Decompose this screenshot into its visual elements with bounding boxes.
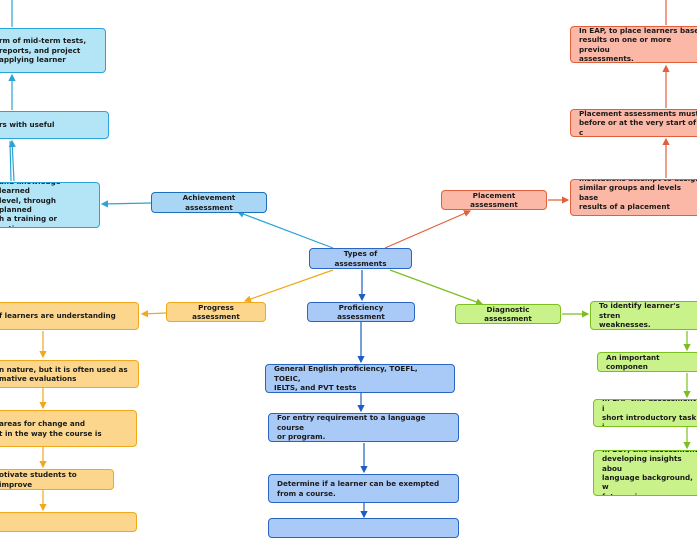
root-label: Types of assessments [334,249,387,268]
achievement-child-1[interactable]: and knowledge learned level, through pla… [0,182,100,228]
root-node[interactable]: Types of assessments [309,248,412,269]
achievement-assessment-node[interactable]: Achievement assessment [151,192,267,213]
diagnostic-label: Diagnostic assessment [484,304,532,323]
diagnostic-child-3[interactable]: In EAP this assessment i short introduct… [593,399,697,427]
progress-child-2-text: n nature, but it is often used as mative… [0,364,128,383]
placement-child-1-text: Institutions attempt to assign similar g… [579,180,697,215]
placement-child-2[interactable]: Placement assessments must before or at … [570,109,697,137]
progress-child-4-text: otivate students to improve [0,470,77,489]
diagnostic-child-4[interactable]: In EOP, this assessment developing insig… [593,450,697,496]
progress-child-1[interactable]: f learners are understanding [0,302,139,330]
progress-label: Progress assessment [192,302,240,321]
placement-label: Placement assessment [470,190,518,209]
achievement-label: Achievement assessment [182,193,236,212]
achievement-child-2[interactable]: rs with useful [0,111,109,139]
edge-achievement-2 [8,139,16,182]
edge-root-placement [384,210,472,249]
placement-child-1[interactable]: Institutions attempt to assign similar g… [570,179,697,216]
proficiency-child-2-text: For entry requirement to a language cour… [277,413,426,442]
progress-child-2[interactable]: n nature, but it is often used as mative… [0,360,139,388]
achievement-child-3[interactable]: rm of mid-term tests, reports, and proje… [0,28,106,73]
edge-progress-1 [140,310,167,318]
progress-child-1-text: f learners are understanding [0,311,116,321]
connector-lines [8,0,691,519]
diagnostic-child-1-text: To identify learner's stren weaknesses. [599,301,680,330]
progress-child-4[interactable]: otivate students to improve [0,469,114,490]
edge-root-achievement [236,210,334,249]
placement-assessment-node[interactable]: Placement assessment [441,190,547,210]
proficiency-label: Proficiency assessment [337,302,385,321]
edge-achievement-2b [9,140,12,182]
edge-root-progress [243,269,334,303]
achievement-child-1-text: and knowledge learned level, through pla… [0,183,61,227]
edge-root-diagnostic [389,269,484,306]
diagnostic-child-2[interactable]: An important componen [597,352,697,372]
diagnostic-assessment-node[interactable]: Diagnostic assessment [455,304,561,324]
diagnostic-child-1[interactable]: To identify learner's stren weaknesses. [590,301,697,330]
proficiency-child-2[interactable]: For entry requirement to a language cour… [268,413,459,442]
proficiency-child-4[interactable] [268,518,459,538]
diagnostic-child-4-text: In EOP, this assessment developing insig… [602,451,697,495]
placement-child-3-text: In EAP, to place learners base results o… [579,26,697,63]
diagnostic-child-3-text: In EAP this assessment i short introduct… [602,400,697,427]
achievement-child-3-text: rm of mid-term tests, reports, and proje… [0,36,87,65]
progress-child-3[interactable]: areas for change and t in the way the co… [0,410,137,447]
proficiency-child-3[interactable]: Determine if a learner can be exempted f… [268,474,459,503]
diagnostic-child-2-text: An important componen [606,352,660,371]
achievement-child-2-text: rs with useful [0,120,55,130]
placement-child-3[interactable]: In EAP, to place learners base results o… [570,26,697,63]
progress-child-3-text: areas for change and t in the way the co… [0,419,102,438]
proficiency-child-1[interactable]: General English proficiency, TOEFL, TOEI… [265,364,455,393]
progress-assessment-node[interactable]: Progress assessment [166,302,266,322]
progress-child-5[interactable] [0,512,137,532]
placement-child-2-text: Placement assessments must before or at … [579,109,697,137]
proficiency-child-3-text: Determine if a learner can be exempted f… [277,479,440,498]
edge-achievement-1 [100,200,152,208]
proficiency-assessment-node[interactable]: Proficiency assessment [307,302,415,322]
proficiency-child-1-text: General English proficiency, TOEFL, TOEI… [274,364,418,393]
